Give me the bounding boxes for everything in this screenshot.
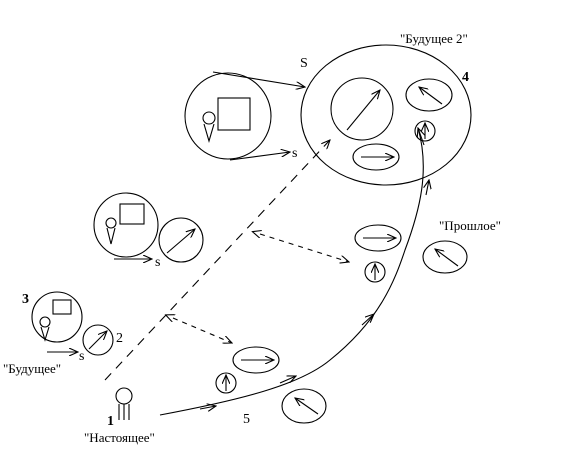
small-s-top-arrow [229, 152, 290, 161]
future2-ellipse [300, 44, 472, 186]
trajectory-bottom-right-ellipse [232, 346, 280, 374]
observer-mid-body [106, 227, 116, 245]
observer-bottom-head [39, 316, 51, 328]
future2-large-arrow [346, 90, 380, 131]
main-trajectory-curve [159, 127, 424, 416]
big-s-arrow [212, 71, 305, 87]
observer-top-circle [184, 72, 272, 160]
number-1: 1 [107, 414, 114, 429]
future2-upleft-ellipse [405, 78, 453, 112]
trajectory-arrow-4 [426, 180, 429, 196]
number-3: 3 [22, 292, 29, 307]
label-future2: "Будущее 2" [400, 31, 468, 46]
trajectory-mid-up-circle [364, 261, 386, 283]
label-big-s: S [300, 56, 308, 71]
observer-bottom-square [52, 299, 72, 315]
observer-mid-square [119, 203, 145, 225]
observer-mid-arrow [166, 229, 195, 254]
number-4: 4 [462, 70, 469, 85]
trajectory-bottom-up-circle [215, 372, 237, 394]
observer-mid-arrow-circle [158, 217, 204, 263]
observer-bottom-body [40, 326, 50, 342]
observer-bottom-circle [31, 291, 83, 343]
observer-mid-circle [93, 192, 159, 258]
trajectory-bottom-upleft-ellipse [281, 388, 327, 424]
number-2: 2 [116, 331, 123, 346]
past-upleft-arrow [435, 249, 459, 267]
observer-mid-head [105, 217, 117, 229]
observer-top-square [217, 97, 251, 131]
future2-up-circle [414, 120, 436, 142]
observer-bottom-arrow-circle [82, 324, 114, 356]
future2-upleft-arrow [419, 87, 443, 105]
trajectory-arrow-1 [199, 406, 216, 409]
number-5: 5 [243, 412, 250, 427]
label-past: "Прошлое" [439, 218, 501, 233]
label-small-s-top: s [292, 146, 297, 161]
label-present: "Настоящее" [84, 430, 155, 445]
future2-right-ellipse [352, 143, 400, 171]
trajectory-arrow-3 [361, 314, 374, 326]
label-future: "Будущее" [3, 361, 61, 376]
observer-top-body [203, 123, 215, 143]
future-dashed-line [104, 140, 330, 381]
observer-bottom-arrow [88, 331, 107, 350]
future2-large-arrow-circle [330, 77, 394, 141]
observer-top-head [202, 111, 216, 125]
past-upleft-ellipse [422, 240, 468, 274]
trajectory-mid-right-ellipse [354, 224, 402, 252]
dashed-double-arrow-bottom [173, 318, 232, 343]
present-person-head [115, 387, 133, 405]
label-small-s-bottom: s [79, 349, 84, 364]
trajectory-bottom-upleft-arrow [295, 398, 319, 415]
trajectory-arrow-2 [279, 376, 296, 384]
dashed-double-arrow-top [260, 234, 349, 262]
trajectory-arrow-5 [418, 128, 424, 146]
label-small-s-mid: s [155, 255, 160, 270]
